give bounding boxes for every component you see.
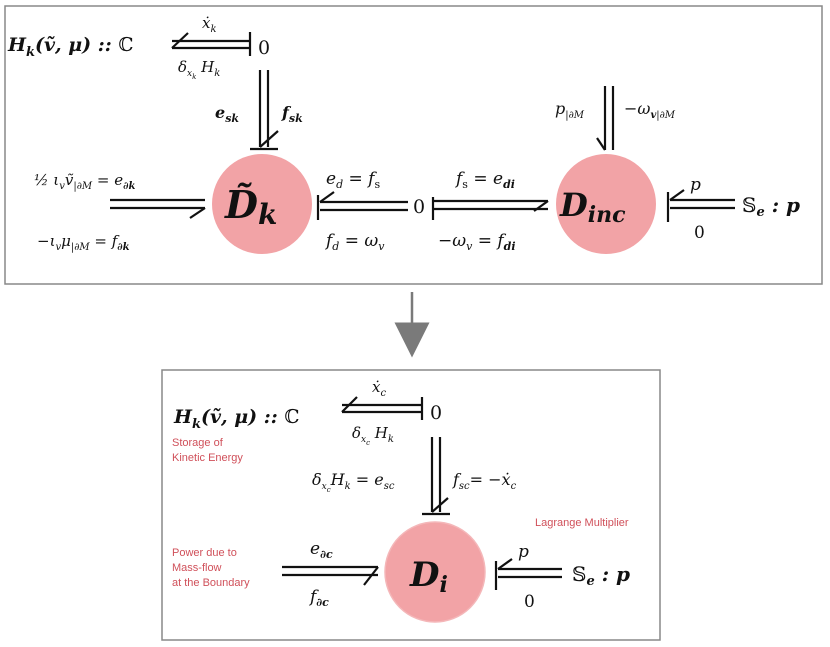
top-e-sk: esk [215,103,239,125]
top-fs-eq: fs = edi [454,169,515,191]
top-zero: 0 [258,37,270,59]
storage-note-line1: Storage of [172,437,224,449]
bottom-f-boundary: f∂c [308,587,329,609]
top-p-boundary: p|∂M [555,99,585,121]
bottom-p-right: p [518,542,529,562]
bottom-fsc-eq: fsc= −ẋc [452,470,517,492]
top-boundary-flow: −ιvμ|∂M = f∂k [37,232,130,253]
top-frame [4,5,823,285]
top-mid-zero: 0 [413,196,425,218]
power-note-line2: Mass-flow [172,562,222,574]
node-d-k [212,154,312,254]
bottom-zero-right: 0 [524,592,535,612]
top-f-sk: fsk [281,103,303,125]
top-omega-boundary: −ωv|∂M [624,99,676,121]
node-d-inc [556,154,656,254]
top-mid-bond-right [431,197,549,220]
bottom-boundary-bond [282,565,379,586]
top-source-bond [666,189,735,222]
top-vertical-bond [250,70,279,151]
lagrange-note: Lagrange Multiplier [535,517,629,529]
storage-note-line2: Kinetic Energy [172,452,243,464]
top-boundary-bond [110,198,206,219]
bottom-storage-bond [341,396,424,420]
top-right-vertical-bond [596,86,615,151]
node-d-i [384,521,486,623]
bottom-xdot-c: ẋc [372,378,386,399]
bottom-e-boundary: e∂c [310,539,333,561]
top-boundary-effort: ½ ιvṽ|∂M = e∂k [34,171,135,192]
top-zero-right: 0 [694,223,705,243]
top-omega-eq: −ωv = fdi [438,231,516,253]
bottom-source: 𝕊e : p [572,562,630,589]
power-note-line3: at the Boundary [172,577,250,589]
bottom-storage-label: Hk(ṽ, μ) :: ℂ [173,406,300,432]
top-p-right: p [690,175,701,195]
top-mid-bond-left [316,191,408,220]
bottom-esc-eq: δxcHk = esc [312,470,395,494]
top-ed-eq: ed = fs [326,169,380,191]
top-delta-xk-hk: δxk Hk [178,58,220,81]
bottom-frame [161,369,661,641]
top-fd-eq: fd = ωv [324,231,385,253]
power-note-line1: Power due to [172,547,237,559]
top-storage-label: Hk(ṽ, μ) :: ℂ [7,34,134,60]
top-storage-bond [171,32,252,56]
top-source: 𝕊e : p [742,193,800,220]
bottom-delta-xc-hk: δxc Hk [352,424,394,447]
top-xdot-k: ẋk [202,14,217,35]
bottom-source-bond [494,558,562,590]
bottom-zero-top: 0 [430,402,442,424]
bottom-vertical-bond [422,437,450,516]
